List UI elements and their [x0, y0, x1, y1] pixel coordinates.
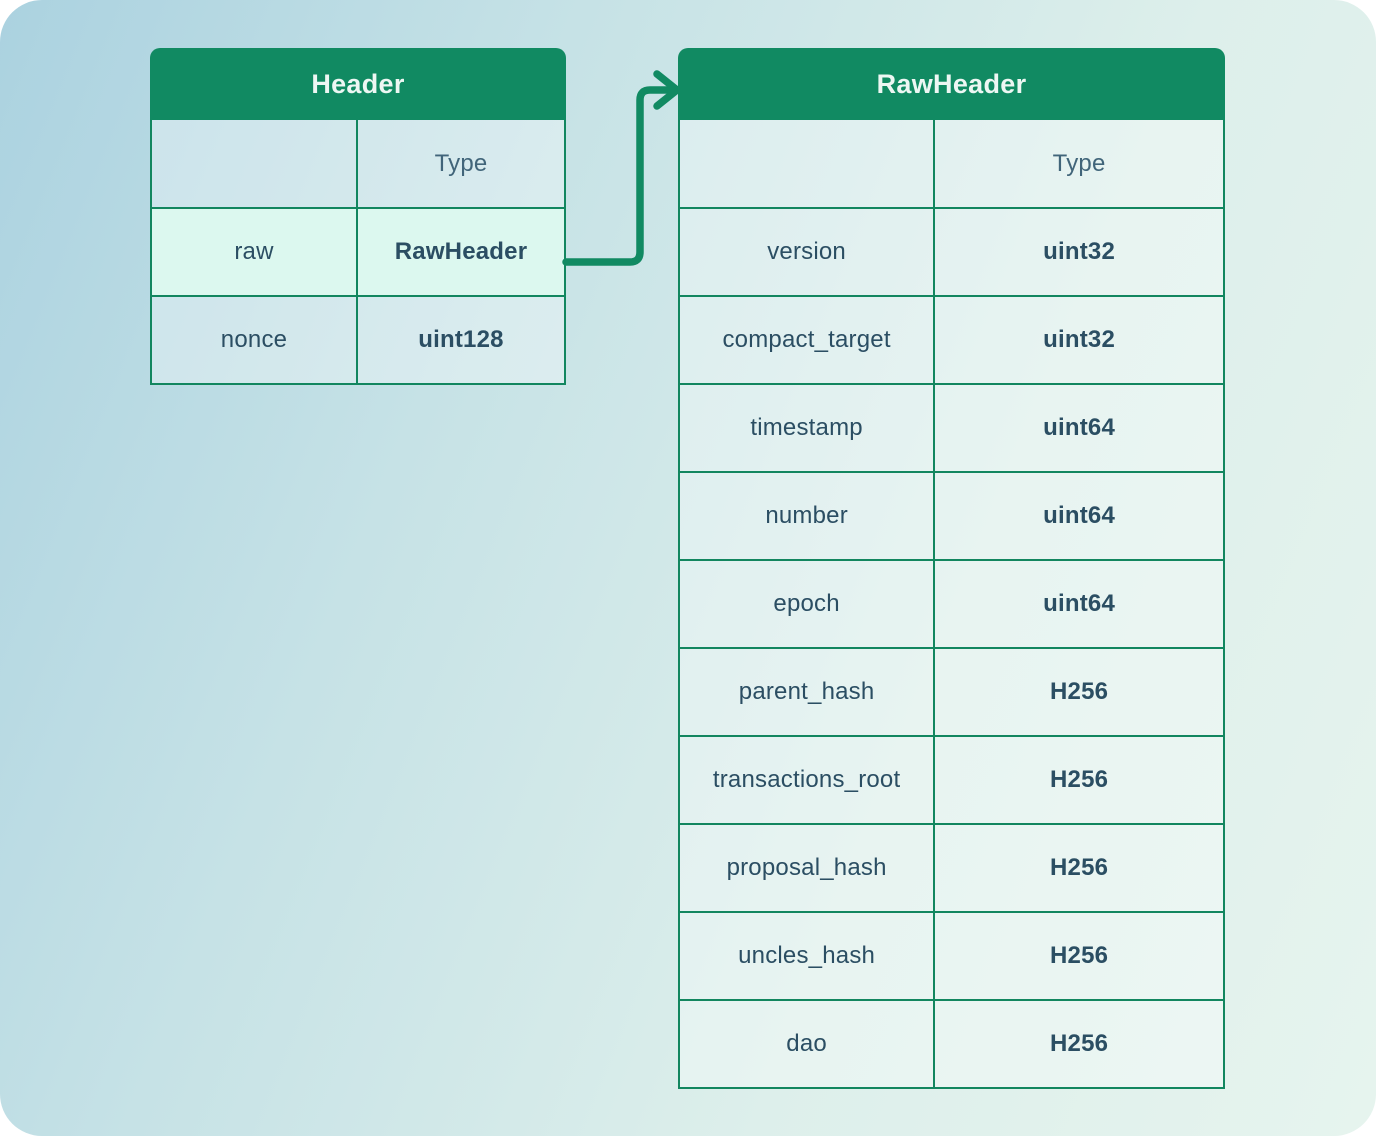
field-name-cell: version — [680, 209, 936, 295]
table-row-nonce: nonce uint128 — [152, 295, 564, 383]
field-type-cell: uint64 — [935, 473, 1223, 559]
table-row-transactions-root: transactions_root H256 — [680, 735, 1223, 823]
table-row-timestamp: timestamp uint64 — [680, 383, 1223, 471]
field-type-cell: H256 — [935, 649, 1223, 735]
table-row-dao: dao H256 — [680, 999, 1223, 1087]
header-table-body: Type raw RawHeader nonce uint128 — [150, 120, 566, 385]
field-type-cell: H256 — [935, 737, 1223, 823]
field-name-cell: proposal_hash — [680, 825, 936, 911]
field-name-cell: timestamp — [680, 385, 936, 471]
empty-corner-cell — [680, 120, 936, 207]
field-type-cell: H256 — [935, 913, 1223, 999]
field-type-cell: H256 — [935, 1001, 1223, 1087]
table-row: Type — [152, 120, 564, 207]
table-row-number: number uint64 — [680, 471, 1223, 559]
type-column-header: Type — [358, 120, 564, 207]
field-name-cell: epoch — [680, 561, 936, 647]
table-row-version: version uint32 — [680, 207, 1223, 295]
table-row: Type — [680, 120, 1223, 207]
table-row-uncles-hash: uncles_hash H256 — [680, 911, 1223, 999]
field-name-cell: transactions_root — [680, 737, 936, 823]
table-row-parent-hash: parent_hash H256 — [680, 647, 1223, 735]
type-column-header: Type — [935, 120, 1223, 207]
table-row-raw: raw RawHeader — [152, 207, 564, 295]
arrowhead-icon — [653, 70, 681, 110]
table-row-proposal-hash: proposal_hash H256 — [680, 823, 1223, 911]
raw-to-rawheader-arrow — [562, 70, 681, 266]
field-type-cell: uint128 — [358, 297, 564, 383]
empty-corner-cell — [152, 120, 358, 207]
field-type-cell: uint64 — [935, 385, 1223, 471]
field-name-cell: uncles_hash — [680, 913, 936, 999]
field-type-cell: uint32 — [935, 209, 1223, 295]
field-name-cell: nonce — [152, 297, 358, 383]
table-row-compact-target: compact_target uint32 — [680, 295, 1223, 383]
field-name-cell: raw — [152, 209, 358, 295]
table-title-header: Header — [150, 48, 566, 120]
field-type-cell: H256 — [935, 825, 1223, 911]
field-type-cell: RawHeader — [358, 209, 564, 295]
rawheader-table-body: Type version uint32 compact_target uint3… — [678, 120, 1225, 1089]
field-name-cell: compact_target — [680, 297, 936, 383]
field-type-cell: uint64 — [935, 561, 1223, 647]
field-name-cell: parent_hash — [680, 649, 936, 735]
field-type-cell: uint32 — [935, 297, 1223, 383]
field-name-cell: dao — [680, 1001, 936, 1087]
field-name-cell: number — [680, 473, 936, 559]
table-title-rawheader: RawHeader — [678, 48, 1225, 120]
rawheader-struct-table: RawHeader Type version uint32 compact_ta… — [678, 48, 1225, 1089]
table-row-epoch: epoch uint64 — [680, 559, 1223, 647]
header-struct-table: Header Type raw RawHeader nonce uint128 — [150, 48, 566, 385]
